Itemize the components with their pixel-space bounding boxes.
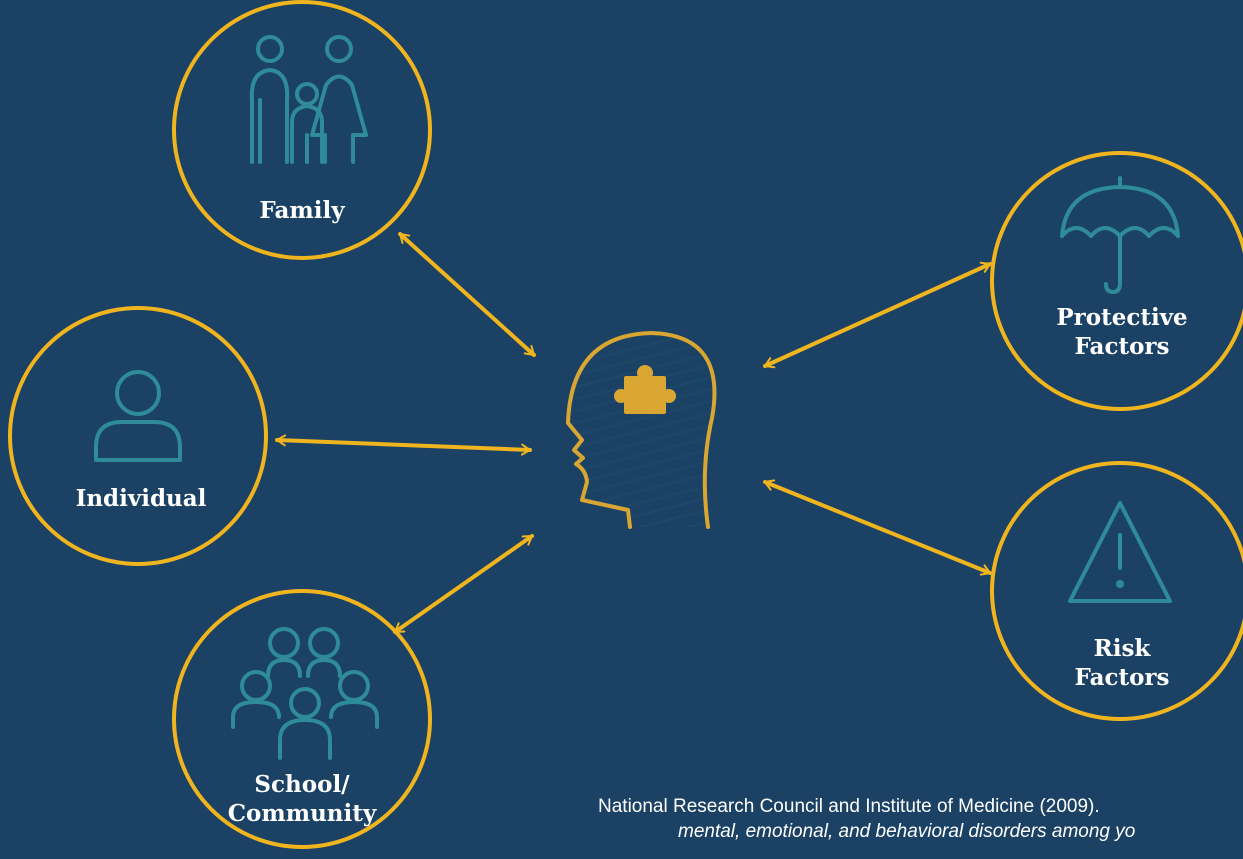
arrow-individual: [275, 434, 532, 456]
protective-label: Protective Factors: [1056, 303, 1187, 361]
community-ring: [172, 589, 432, 849]
arrow-risk: [763, 479, 992, 576]
individual-label: Individual: [76, 484, 207, 513]
family-label-text: Family: [259, 197, 345, 224]
head-puzzle-icon: [566, 331, 717, 529]
person-icon: [94, 370, 182, 462]
protective-ring: [990, 151, 1243, 411]
warning-icon: [1068, 501, 1172, 603]
citation: National Research Council and Institute …: [598, 794, 1135, 844]
family-icon: [249, 35, 368, 164]
group-icon: [231, 627, 379, 760]
protective-label-line2: Factors: [1074, 333, 1170, 360]
risk-label: Risk Factors: [1074, 634, 1169, 692]
citation-line1: National Research Council and Institute …: [598, 796, 1100, 817]
individual-ring: [8, 306, 268, 566]
umbrella-icon: [1060, 176, 1180, 294]
risk-ring: [990, 461, 1243, 721]
family-ring: [172, 0, 432, 260]
community-label-line2: Community: [227, 800, 377, 827]
citation-line2: mental, emotional, and behavioral disord…: [678, 821, 1136, 842]
protective-label-line1: Protective: [1056, 304, 1188, 331]
arrow-community: [393, 534, 534, 634]
arrow-family: [398, 232, 536, 357]
individual-label-text: Individual: [75, 485, 207, 512]
community-label-line1: School/: [254, 771, 350, 798]
risk-label-line2: Factors: [1074, 664, 1170, 691]
risk-label-line1: Risk: [1093, 635, 1151, 662]
community-label: School/ Community: [228, 770, 377, 828]
family-label: Family: [259, 196, 344, 225]
arrow-protective: [763, 261, 992, 369]
